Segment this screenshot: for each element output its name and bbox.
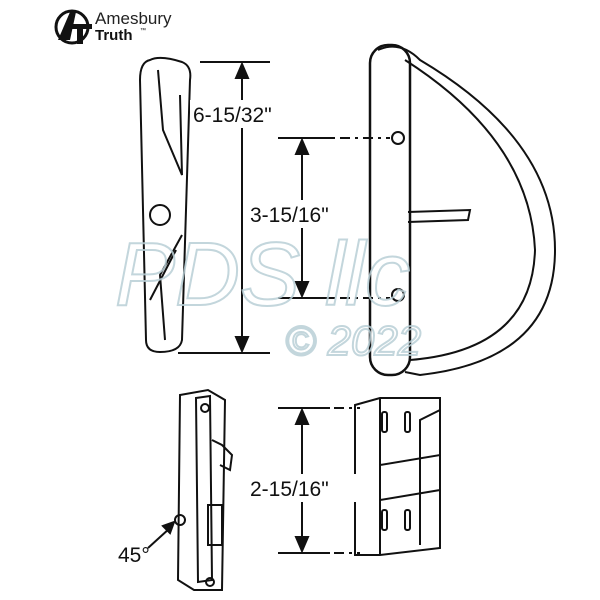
outside-pull-handle — [138, 56, 192, 354]
inside-d-handle — [368, 43, 557, 377]
handle-height-label: 6-15/32" — [193, 104, 272, 127]
brand-name-line1: Amesbury — [95, 9, 172, 28]
watermark-copyright: © 2022 — [285, 317, 421, 364]
amesbury-truth-logo: Amesbury Truth ™ — [54, 9, 172, 45]
watermark-text: PDS llc — [115, 225, 410, 325]
screw-spacing-label: 3-15/16" — [250, 204, 329, 227]
keeper-height-label: 2-15/16" — [250, 478, 329, 501]
mortise-latch — [174, 388, 234, 591]
keeper-bracket — [354, 397, 441, 556]
brand-name-line2: Truth — [95, 27, 133, 44]
latch-angle-label: 45° — [118, 544, 150, 567]
trademark: ™ — [140, 27, 146, 34]
latch-angle-pointer — [147, 520, 176, 549]
